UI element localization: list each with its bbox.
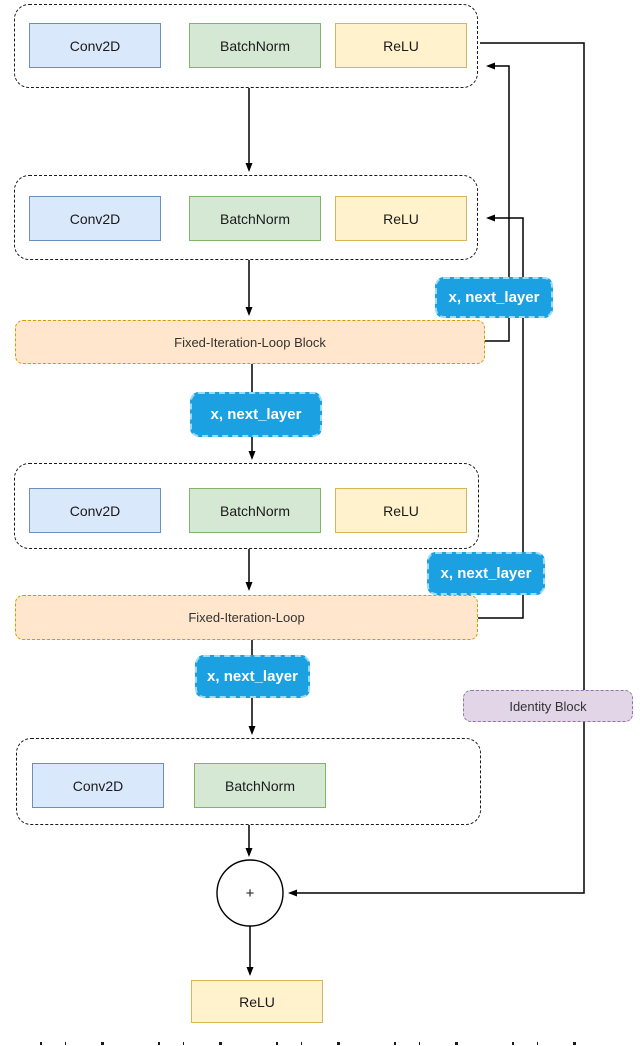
conv-bn-relu-block-1: Conv2D BatchNorm ReLU [14, 4, 478, 88]
identity-skip-line [288, 42, 585, 897]
batchnorm-layer: BatchNorm [194, 763, 326, 808]
badge-x-next-layer-feedback-2: x, next_layer [427, 552, 545, 595]
batchnorm-layer: BatchNorm [189, 23, 321, 68]
identity-block-badge: Identity Block [463, 690, 633, 722]
conv2d-layer: Conv2D [32, 763, 164, 808]
relu-layer: ReLU [335, 196, 467, 241]
batchnorm-layer: BatchNorm [189, 196, 321, 241]
conv-bn-block-4: Conv2D BatchNorm [16, 738, 481, 825]
feedback-line-loop2-to-block2 [478, 214, 524, 619]
conv-bn-relu-block-3: Conv2D BatchNorm ReLU [14, 463, 479, 549]
cropped-caption-top-edge [18, 1040, 626, 1045]
final-relu-layer: ReLU [191, 980, 323, 1023]
badge-x-next-layer-mid-2: x, next_layer [195, 655, 310, 698]
relu-layer: ReLU [335, 488, 467, 533]
conv2d-layer: Conv2D [29, 488, 161, 533]
fixed-iteration-loop-block-2: Fixed-Iteration-Loop [15, 595, 478, 640]
conv2d-layer: Conv2D [29, 23, 161, 68]
conv2d-layer: Conv2D [29, 196, 161, 241]
badge-x-next-layer-mid-1: x, next_layer [190, 392, 322, 437]
batchnorm-layer: BatchNorm [189, 488, 321, 533]
sum-symbol: + [246, 885, 255, 902]
badge-x-next-layer-feedback-1: x, next_layer [435, 277, 553, 318]
fixed-iteration-loop-block-1: Fixed-Iteration-Loop Block [15, 320, 485, 364]
relu-layer: ReLU [335, 23, 467, 68]
conv-bn-relu-block-2: Conv2D BatchNorm ReLU [14, 175, 478, 260]
feedback-line-loop1-to-block1 [485, 62, 510, 342]
